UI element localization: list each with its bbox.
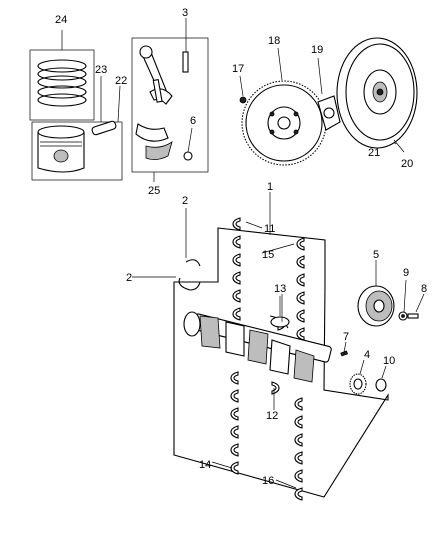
bearing-shell bbox=[294, 469, 303, 483]
callout-20: 20 bbox=[401, 158, 413, 170]
bearing-shell bbox=[296, 309, 305, 323]
bearing-shell bbox=[296, 255, 305, 269]
bearing-shell bbox=[232, 289, 241, 303]
callout-7: 7 bbox=[343, 331, 349, 343]
callout-labels: 24 23 22 3 6 25 18 17 19 21 20 1 11 15 2… bbox=[55, 7, 427, 487]
callout-19: 19 bbox=[311, 44, 323, 56]
front-end-parts bbox=[340, 260, 425, 395]
callout-25: 25 bbox=[148, 185, 160, 197]
callout-13: 13 bbox=[274, 283, 286, 295]
bearing-shell bbox=[230, 461, 239, 475]
piston-assembly bbox=[31, 76, 123, 181]
piston-pin bbox=[91, 120, 117, 136]
bearing-shell bbox=[230, 443, 239, 457]
piston-rings bbox=[29, 30, 95, 121]
torque-converter bbox=[336, 37, 418, 153]
callout-17: 17 bbox=[232, 63, 244, 75]
callout-11: 11 bbox=[264, 223, 275, 235]
bearing-shells bbox=[230, 217, 305, 501]
callout-12: 12 bbox=[266, 410, 278, 422]
callout-24: 24 bbox=[55, 14, 67, 26]
callout-14: 14 bbox=[199, 459, 211, 471]
bearing-shell bbox=[232, 271, 241, 285]
bearing-shell bbox=[232, 253, 241, 267]
callout-16: 16 bbox=[262, 475, 274, 487]
callout-22: 22 bbox=[115, 75, 127, 87]
bearing-shell bbox=[296, 291, 305, 305]
callout-2-top: 2 bbox=[182, 195, 188, 207]
bearing-shell bbox=[294, 397, 303, 411]
bearing-shell bbox=[294, 415, 303, 429]
callout-9: 9 bbox=[403, 267, 409, 279]
callout-2-left: 2 bbox=[126, 272, 132, 284]
callout-4: 4 bbox=[364, 349, 370, 361]
callout-23: 23 bbox=[95, 64, 107, 76]
callout-1: 1 bbox=[267, 181, 273, 193]
bearing-shell bbox=[230, 425, 239, 439]
crankshaft bbox=[183, 296, 332, 383]
bearing-shell bbox=[294, 487, 303, 501]
bearing-shell bbox=[296, 237, 305, 251]
callout-10: 10 bbox=[383, 355, 395, 367]
callout-3: 3 bbox=[182, 7, 188, 19]
bearing-shell bbox=[232, 235, 241, 249]
callout-8: 8 bbox=[421, 283, 427, 295]
thrust-washers bbox=[132, 208, 201, 291]
bearing-shell bbox=[294, 433, 303, 447]
bearing-shell bbox=[230, 389, 239, 403]
bearing-panel bbox=[173, 192, 389, 498]
bearing-shell bbox=[230, 371, 239, 385]
bearing-shell bbox=[232, 217, 241, 231]
callout-6: 6 bbox=[190, 115, 196, 127]
bearing-shell bbox=[230, 407, 239, 421]
bearing-shell bbox=[294, 451, 303, 465]
callout-21: 21 bbox=[368, 147, 380, 159]
bearing-shell bbox=[232, 307, 241, 321]
connecting-rod-assembly bbox=[131, 18, 209, 182]
callout-18: 18 bbox=[268, 35, 280, 47]
bearing-shell bbox=[296, 273, 305, 287]
shell-leaders bbox=[211, 221, 297, 489]
bearing-shell bbox=[296, 327, 305, 341]
bearing-shell bbox=[271, 381, 280, 395]
callout-15: 15 bbox=[262, 249, 274, 261]
callout-5: 5 bbox=[373, 249, 379, 261]
